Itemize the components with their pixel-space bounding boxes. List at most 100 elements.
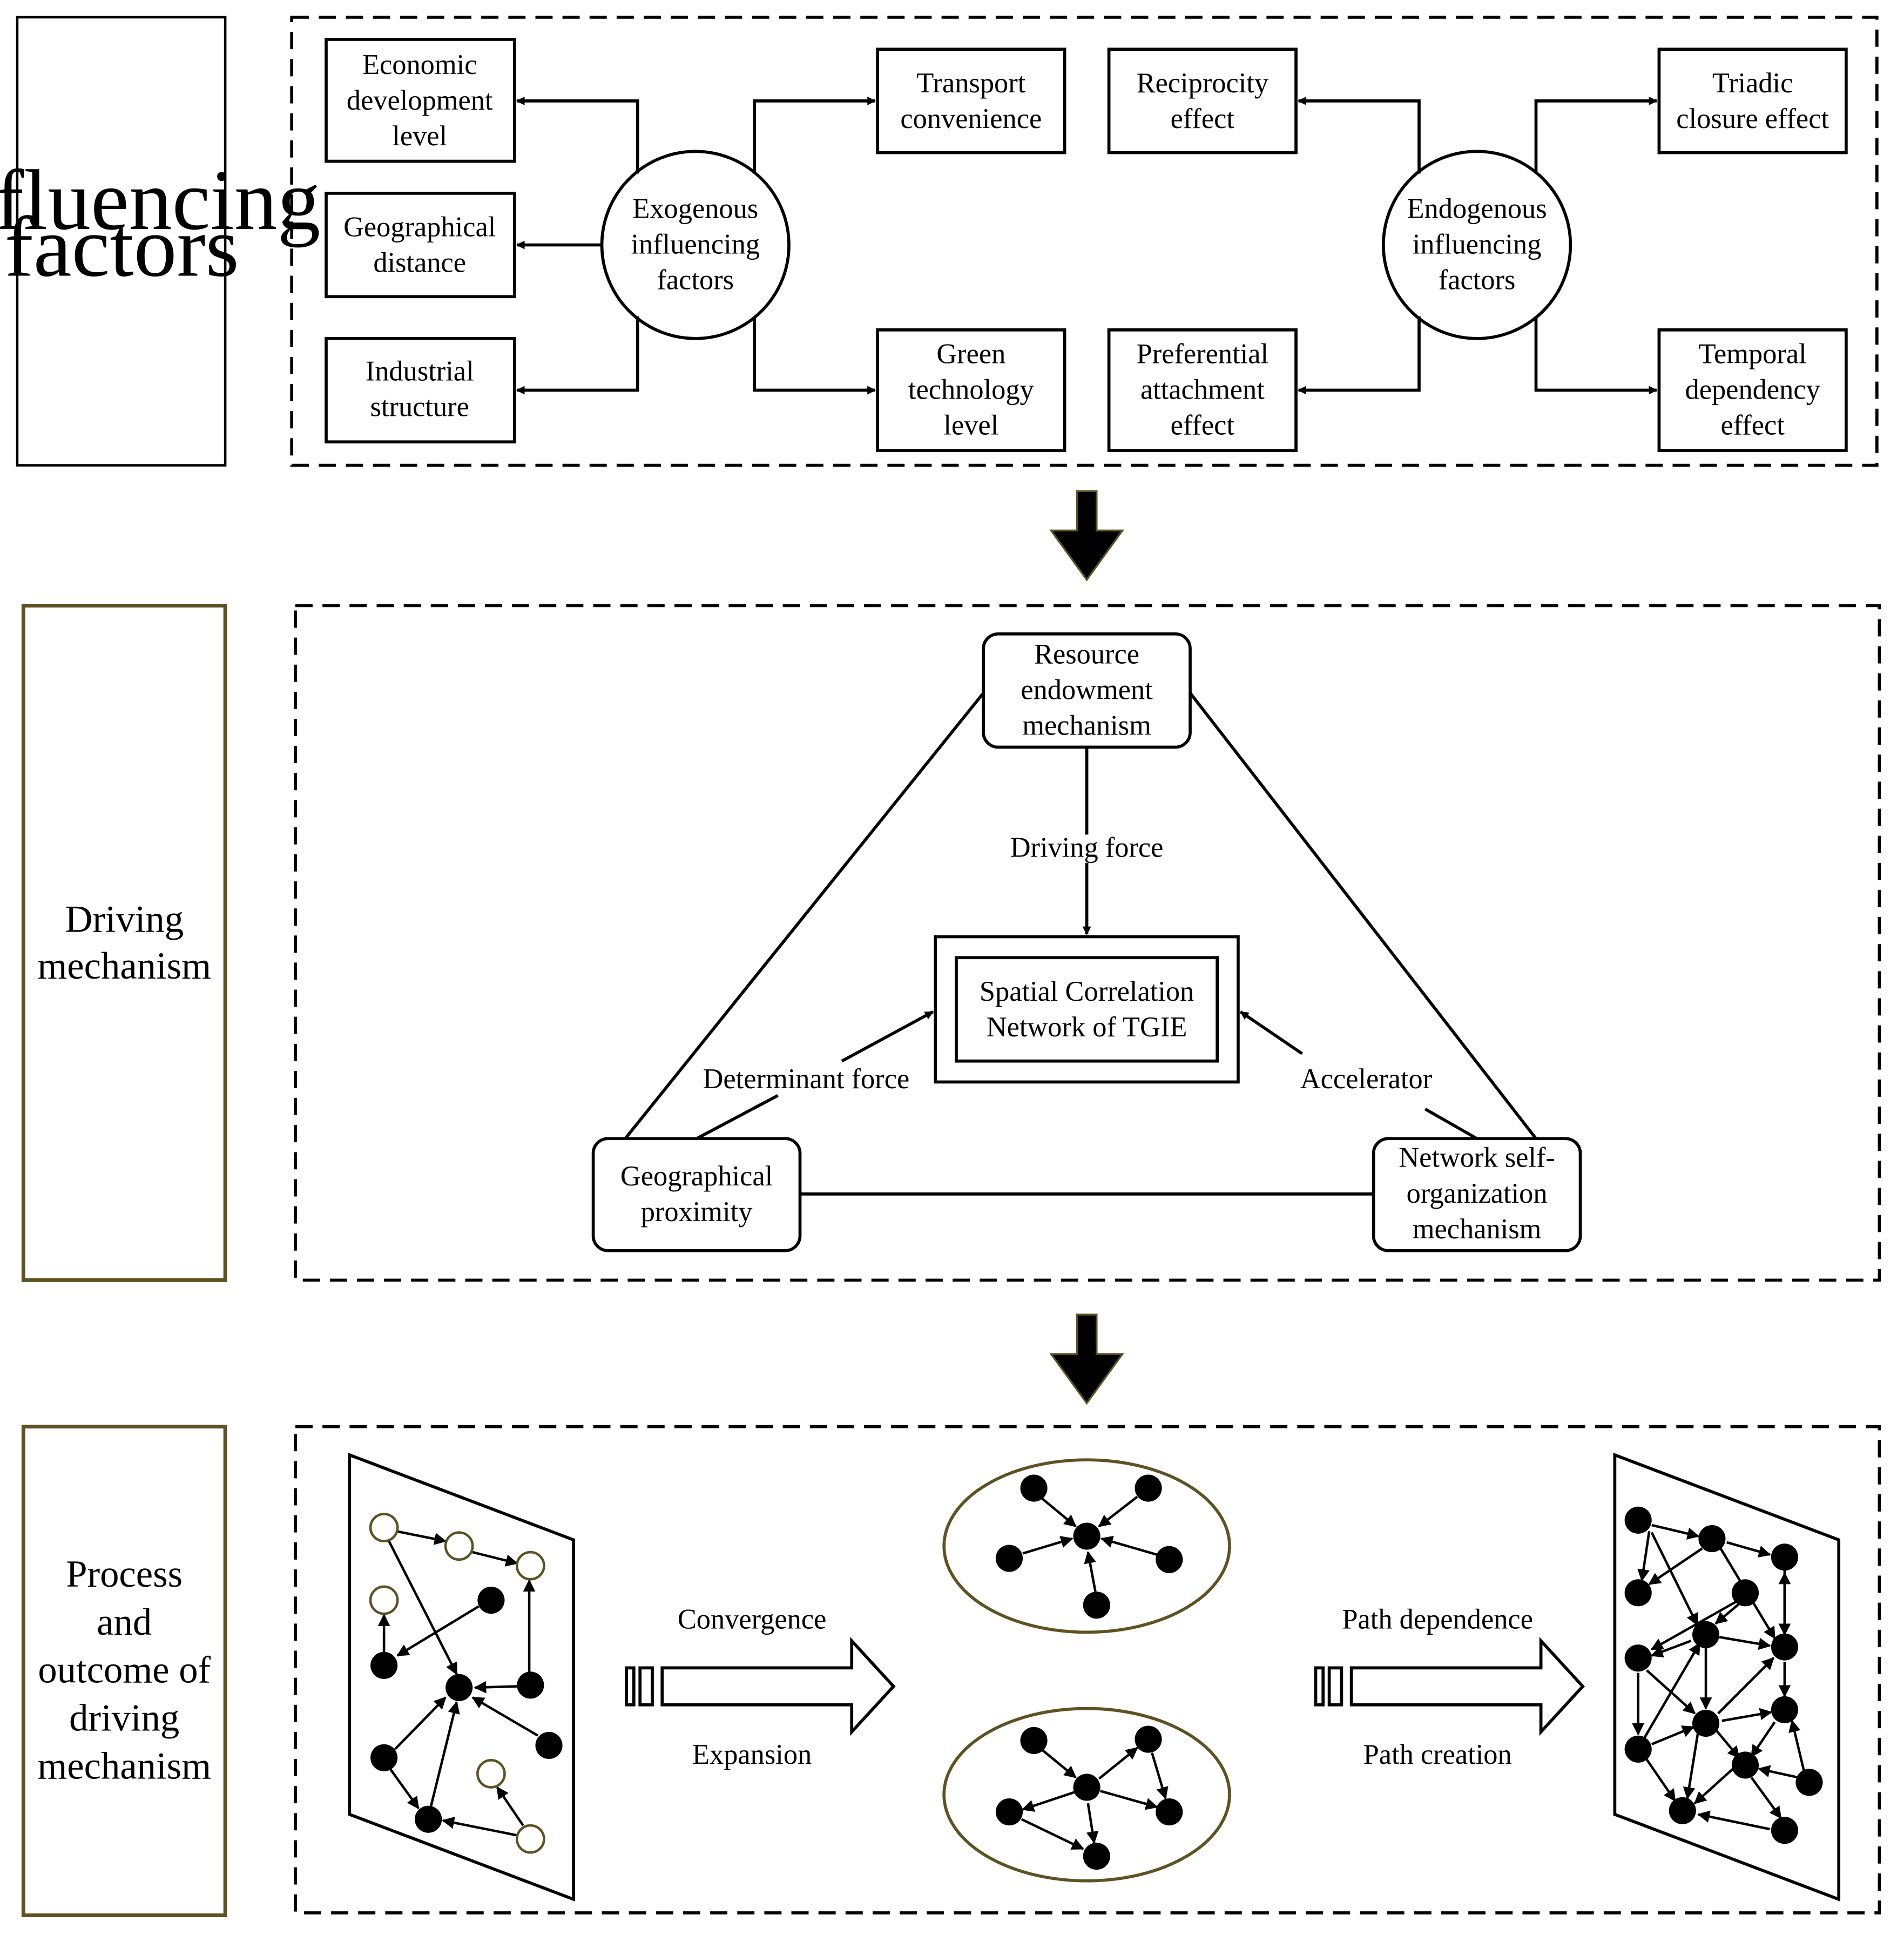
edge-proximity-to-center-arrow (841, 1010, 934, 1063)
side-label-driving-line-2: mechanism (37, 945, 211, 987)
connector-to-industrial (516, 316, 639, 395)
box-preferential-line-1: Preferential (1137, 338, 1268, 369)
cluster-lower (942, 1707, 1231, 1883)
side-label-process-line-1: Process (66, 1553, 183, 1595)
proximity-line-1: Geographical (620, 1161, 773, 1192)
section-frame-driving (294, 604, 1881, 1282)
influencing-connectors (516, 96, 1658, 395)
box-triadic-line-1: Triadic (1712, 68, 1793, 99)
box-green-line-3: level (943, 410, 998, 441)
box-geodist-line-2: distance (373, 247, 466, 279)
box-green-line-1: Green (936, 338, 1005, 369)
box-green-technology: Green technology level (876, 328, 1066, 453)
side-label-influencing-line-1: Influencing (0, 152, 320, 248)
side-label-driving: Driving mechanism (21, 603, 227, 1282)
network-line-1: Network self- (1399, 1142, 1555, 1174)
side-label-process-line-4: driving (69, 1697, 179, 1740)
resource-line-2: endowment (1021, 675, 1153, 706)
edge-network-to-center-arrow (1239, 1010, 1304, 1055)
center-line-1: Spatial Correlation (980, 976, 1194, 1007)
endogenous-hub-line-1: Endogenous (1407, 193, 1547, 224)
center-line-2: Network of TGIE (987, 1012, 1187, 1043)
side-label-process-line-2: and (97, 1601, 152, 1643)
edge-resource-to-network (1189, 692, 1537, 1140)
section-frame-influencing (290, 16, 1879, 467)
resource-line-1: Resource (1034, 639, 1139, 670)
box-triadic-closure: Triadic closure effect (1657, 48, 1848, 154)
box-temporal-line-3: effect (1720, 410, 1785, 441)
side-label-driving-line-1: Driving (65, 898, 184, 940)
endogenous-hub-line-2: influencing (1413, 229, 1542, 260)
box-reciprocity-line-1: Reciprocity (1137, 68, 1268, 99)
exogenous-hub: Exogenous influencing factors (600, 150, 791, 340)
side-label-process-line-3: outcome of (38, 1649, 211, 1691)
resource-line-3: mechanism (1022, 710, 1151, 741)
cluster-upper (942, 1458, 1231, 1634)
box-economic-line-3: level (392, 120, 447, 152)
edge-resource-to-proximity (624, 692, 985, 1140)
node-geographical-proximity: Geographical proximity (591, 1137, 802, 1252)
side-label-influencing-line-2: factors (5, 199, 239, 295)
connector-to-economic (516, 96, 639, 174)
label-path-dependence: Path dependence (1342, 1603, 1533, 1635)
exogenous-hub-line-1: Exogenous (632, 193, 758, 224)
connector-to-transport (753, 96, 876, 174)
box-preferential-line-2: attachment (1140, 374, 1265, 405)
connector-to-temporal (1534, 316, 1658, 395)
block-arrow-convergence (625, 1636, 896, 1736)
block-arrow-path (1314, 1636, 1585, 1736)
label-expansion: Expansion (692, 1739, 812, 1770)
box-temporal-dependency: Temporal dependency effect (1657, 328, 1848, 453)
endogenous-hub-line-3: factors (1439, 265, 1516, 296)
box-preferential-attachment: Preferential attachment effect (1107, 328, 1298, 453)
box-geodist-line-1: Geographical (343, 212, 496, 243)
box-industrial-line-1: Industrial (366, 355, 474, 387)
exogenous-hub-line-3: factors (657, 265, 734, 296)
exogenous-hub-line-2: influencing (631, 229, 760, 260)
box-green-line-2: technology (908, 374, 1034, 405)
connector-to-triadic (1534, 96, 1658, 174)
box-geographical-distance: Geographical distance (325, 192, 516, 299)
side-label-process-line-5: mechanism (37, 1745, 211, 1788)
label-driving-force: Driving force (1010, 832, 1164, 863)
network-final (1613, 1452, 1841, 1902)
triangle-edges (624, 692, 1537, 1196)
node-spatial-correlation-network: Spatial Correlation Network of TGIE (934, 935, 1240, 1084)
box-transport-convenience: Transport convenience (876, 48, 1066, 154)
down-arrow-1 (1049, 490, 1125, 582)
box-industrial-structure: Industrial structure (325, 336, 516, 444)
side-label-influencing: Influencing factors (0, 16, 320, 467)
connector-to-green (753, 316, 876, 395)
proximity-line-2: proximity (641, 1196, 753, 1228)
down-arrow-2 (1049, 1313, 1125, 1405)
label-path-creation: Path creation (1363, 1739, 1512, 1770)
node-resource-endowment: Resource endowment mechanism (982, 632, 1192, 749)
edge-proximity-to-center (696, 1094, 779, 1140)
edge-network-to-center (1424, 1108, 1478, 1140)
side-label-process: Process and outcome of driving mechanism (21, 1425, 227, 1917)
label-convergence: Convergence (678, 1603, 827, 1635)
box-economic-line-2: development (347, 85, 493, 116)
box-temporal-line-1: Temporal (1699, 338, 1807, 369)
box-reciprocity-line-2: effect (1171, 103, 1235, 134)
box-reciprocity: Reciprocity effect (1107, 48, 1298, 154)
connector-to-reciprocity (1298, 96, 1421, 174)
section-frame-process (294, 1425, 1881, 1914)
label-accelerator: Accelerator (1300, 1063, 1432, 1095)
node-network-self-organization: Network self- organization mechanism (1372, 1137, 1582, 1252)
box-economic-development: Economic development level (325, 38, 516, 163)
network-line-3: mechanism (1413, 1213, 1542, 1245)
box-transport-line-1: Transport (916, 68, 1025, 99)
connector-to-preferential (1298, 316, 1421, 395)
box-transport-line-2: convenience (900, 103, 1042, 134)
box-temporal-line-2: dependency (1685, 374, 1820, 405)
network-initial (348, 1452, 575, 1902)
box-preferential-line-3: effect (1171, 410, 1235, 441)
box-economic-line-1: Economic (362, 49, 477, 80)
endogenous-hub: Endogenous influencing factors (1382, 150, 1572, 340)
label-determinant-force: Determinant force (703, 1063, 910, 1095)
box-industrial-line-2: structure (370, 391, 469, 422)
network-line-2: organization (1407, 1178, 1548, 1209)
box-triadic-line-2: closure effect (1676, 103, 1829, 134)
